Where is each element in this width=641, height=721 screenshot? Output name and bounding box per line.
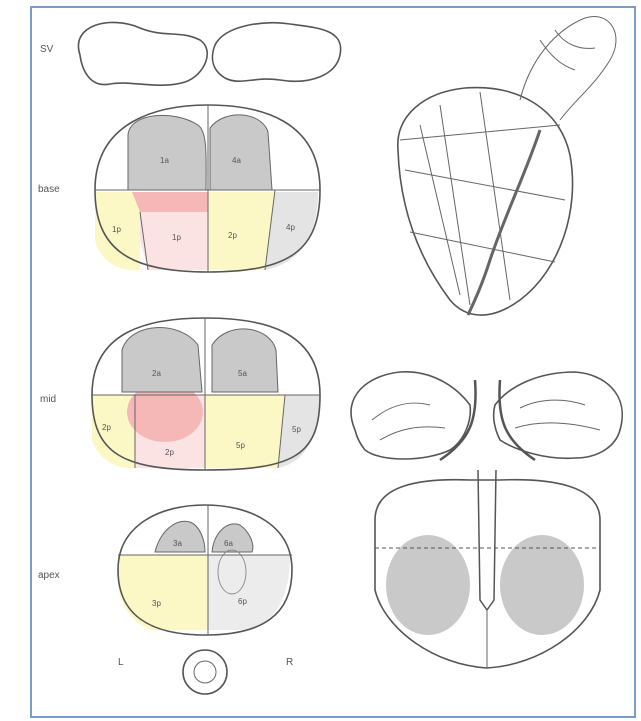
zone-label-base-4a: 4a xyxy=(232,156,241,165)
zone-label-base-1a: 1a xyxy=(160,156,169,165)
mid-anterior-left xyxy=(122,328,202,392)
seminal-vesicle-right xyxy=(212,23,340,82)
zone-label-base-1p: 1p xyxy=(172,233,181,242)
zone-label-apex-6a: 6a xyxy=(224,539,233,548)
coronal-prostate-sketch xyxy=(351,372,622,668)
zone-label-mid-2a: 2a xyxy=(152,369,161,378)
apex-zone-right xyxy=(208,555,290,630)
zone-label-base-2p: 2p xyxy=(228,231,237,240)
zone-label-apex-3p: 3p xyxy=(152,599,161,608)
base-section: 1a 4a 1p 1p 2p 4p xyxy=(95,105,320,272)
lateral-prostate-outline xyxy=(398,88,573,315)
coronal-peripheral-left xyxy=(386,535,470,635)
row-label-apex: apex xyxy=(38,570,60,581)
urethra-outer-ring xyxy=(183,650,227,694)
row-label-base: base xyxy=(38,184,60,195)
base-anterior-right xyxy=(210,115,272,190)
seminal-vesicle-left xyxy=(78,22,207,85)
row-label-sv: SV xyxy=(40,44,54,55)
lateral-urethra xyxy=(468,130,540,315)
apex-zone-left xyxy=(118,555,208,630)
zone-label-base-left-lateral: 1p xyxy=(112,225,121,234)
coronal-peripheral-right xyxy=(500,535,584,635)
zone-label-base-4p: 4p xyxy=(286,223,295,232)
coronal-urethra xyxy=(478,470,496,610)
row-label-mid: mid xyxy=(40,394,56,405)
orientation-left-label: L xyxy=(118,657,124,668)
lateral-prostate-sketch xyxy=(398,16,616,315)
orientation-marker: L R xyxy=(118,650,293,694)
urethra-inner-ring xyxy=(194,661,216,683)
apex-section: 3a 6a 3p 6p xyxy=(118,505,292,635)
zone-label-mid-right-lateral: 5p xyxy=(236,441,245,450)
mid-anterior-right xyxy=(212,329,278,392)
seminal-vesicles xyxy=(78,22,340,85)
orientation-right-label: R xyxy=(286,657,293,668)
zone-label-mid-2p: 2p xyxy=(165,448,174,457)
lateral-seminal-vesicle xyxy=(520,16,616,120)
zone-label-mid-5a: 5a xyxy=(238,369,247,378)
zone-label-mid-5p: 5p xyxy=(292,425,301,434)
mid-section: 2a 5a 2p 2p 5p 5p xyxy=(92,318,320,470)
base-anterior-left xyxy=(128,115,206,190)
base-zone-pink-band xyxy=(132,192,208,212)
zone-label-apex-3a: 3a xyxy=(173,539,182,548)
coronal-seminal-vesicle-left xyxy=(351,372,470,459)
zone-label-mid-left-lateral: 2p xyxy=(102,423,111,432)
mid-zone-right-lateral xyxy=(205,395,285,468)
coronal-seminal-vesicle-right xyxy=(494,372,623,458)
zone-label-apex-6p: 6p xyxy=(238,597,247,606)
base-zone-right-lateral xyxy=(208,192,275,270)
